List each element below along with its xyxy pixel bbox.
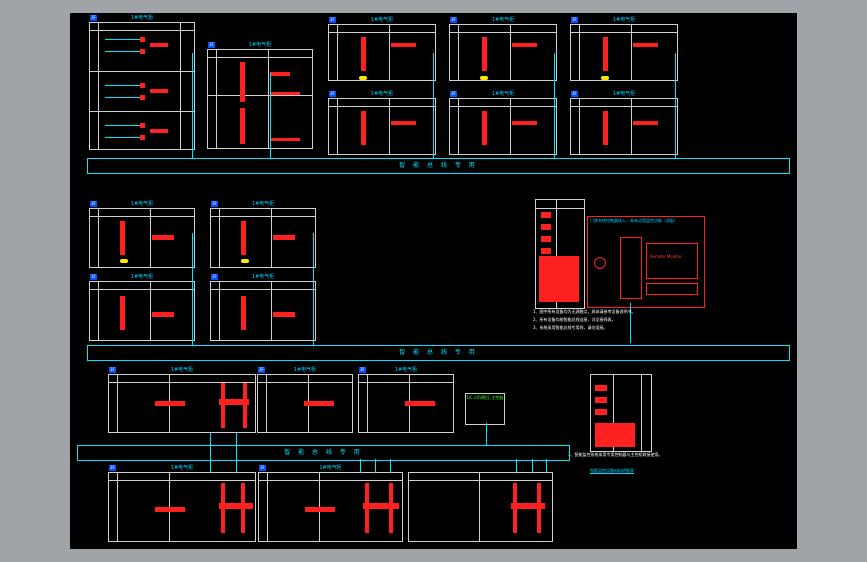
panel-tag: 3F (90, 15, 97, 21)
panel-title: 1#电气柜 (319, 465, 342, 471)
notes-a-3: 3、系统采用智能总线专用线，请勿混接。 (533, 325, 608, 330)
panel-tag: 3F (109, 465, 116, 471)
panel-mid-1: 3F 1#电气柜 (89, 201, 195, 268)
panel-title: 1#电气柜 (293, 367, 317, 373)
panel-title: 1#电气柜 (170, 465, 194, 471)
panel-mid-2: 3F 1#电气柜 (210, 201, 316, 268)
panel-top-2: 3F 1#电气柜 (207, 42, 313, 149)
panel-title: 1#电气柜 (370, 17, 394, 23)
panel-tag: 3F (571, 91, 578, 97)
panel-title: 1#电气柜 (248, 42, 272, 48)
notes-c: 智能监控设备材料明细表 (590, 468, 634, 473)
bus-line-2: 智 能 总 线 专 用 (87, 345, 790, 361)
panel-top-6: 3F 1#电气柜 (328, 91, 436, 155)
panel-mid-3: 3F 1#电气柜 (89, 274, 195, 341)
panel-top-3: 3F 1#电气柜 (328, 17, 436, 81)
panel-title: 1#电气柜 (394, 367, 418, 373)
bus-line-3: 智 能 总 线 专 用 (77, 445, 570, 461)
panel-top-8: 3F 1#电气柜 (570, 91, 678, 155)
panel-top-7: 3F 1#电气柜 (449, 91, 557, 155)
panel-title: 1#电气柜 (251, 274, 275, 280)
panel-top-left: 3F 1#电气柜 (89, 15, 195, 150)
panel-title: 1#电气柜 (130, 274, 154, 280)
panel-tag: 3F (258, 367, 265, 373)
panel-tag: 3F (90, 274, 97, 280)
panel-top-4: 3F 1#电气柜 (449, 17, 557, 81)
notes-b: 3、智能监控系统采用专用控制器与主控柜联接使用。 (568, 452, 663, 457)
keyboard-icon (646, 283, 698, 295)
panel-tag: 3F (259, 465, 266, 471)
power-supply-box: DC-24V稳压 主控器 (465, 393, 505, 425)
controller-diagram: 门禁系统控制器接入，具有远程监控功能（选配） Remote Monitor (587, 216, 705, 308)
panel-title: 1#电气柜 (251, 201, 275, 207)
power-supply-label: DC-24V稳压 主控器 (466, 395, 504, 400)
monitor-icon: Remote Monitor (646, 243, 698, 279)
panel-low-1: 3F 1#电气柜 (108, 465, 256, 542)
panel-tag: 3F (450, 17, 457, 23)
panel-tag: 3F (571, 17, 578, 23)
panel-tag: 3F (359, 367, 366, 373)
panel-title: 1#电气柜 (491, 17, 515, 23)
panel-bot-1: 3F 1#电气柜 (108, 367, 256, 433)
panel-title: 1#电气柜 (612, 91, 636, 97)
panel-bot-3: 3F 1#电气柜 (358, 367, 454, 433)
panel-tag: 3F (329, 17, 336, 23)
panel-low-3 (408, 472, 553, 542)
notes-a-1: 1、图中所有设备均为无源触点，具体请参考设备说明书。 (533, 309, 636, 314)
panel-tag: 3F (211, 201, 218, 207)
panel-tag: 3F (450, 91, 457, 97)
tower-icon (620, 237, 642, 299)
panel-mid-4: 3F 1#电气柜 (210, 274, 316, 341)
panel-title: 1#电气柜 (130, 201, 154, 207)
controller-note: 门禁系统控制器接入，具有远程监控功能（选配） (590, 218, 678, 223)
panel-top-5: 3F 1#电气柜 (570, 17, 678, 81)
panel-title: 1#电气柜 (370, 91, 394, 97)
camera-icon (594, 257, 606, 269)
panel-tag: 3F (109, 367, 116, 373)
remote-text: Remote Monitor (650, 254, 682, 259)
panel-title: 1#电气柜 (170, 367, 194, 373)
panel-title: 1#电气柜 (491, 91, 515, 97)
equipment-list (590, 374, 652, 452)
bus-line-1: 智 能 总 线 专 用 (87, 158, 790, 174)
panel-title: 1#电气柜 (130, 15, 154, 21)
panel-bot-2: 3F 1#电气柜 (257, 367, 353, 433)
panel-tag: 3F (90, 201, 97, 207)
notes-a-2: 2、所有设备均按智能总线连接，详见接线表。 (533, 317, 616, 322)
panel-tag: 3F (211, 274, 218, 280)
panel-tag: 3F (208, 42, 215, 48)
panel-tag: 3F (329, 91, 336, 97)
panel-title: 1#电气柜 (612, 17, 636, 23)
panel-low-2: 3F 1#电气柜 (258, 465, 403, 542)
equipment-legend (535, 199, 585, 309)
